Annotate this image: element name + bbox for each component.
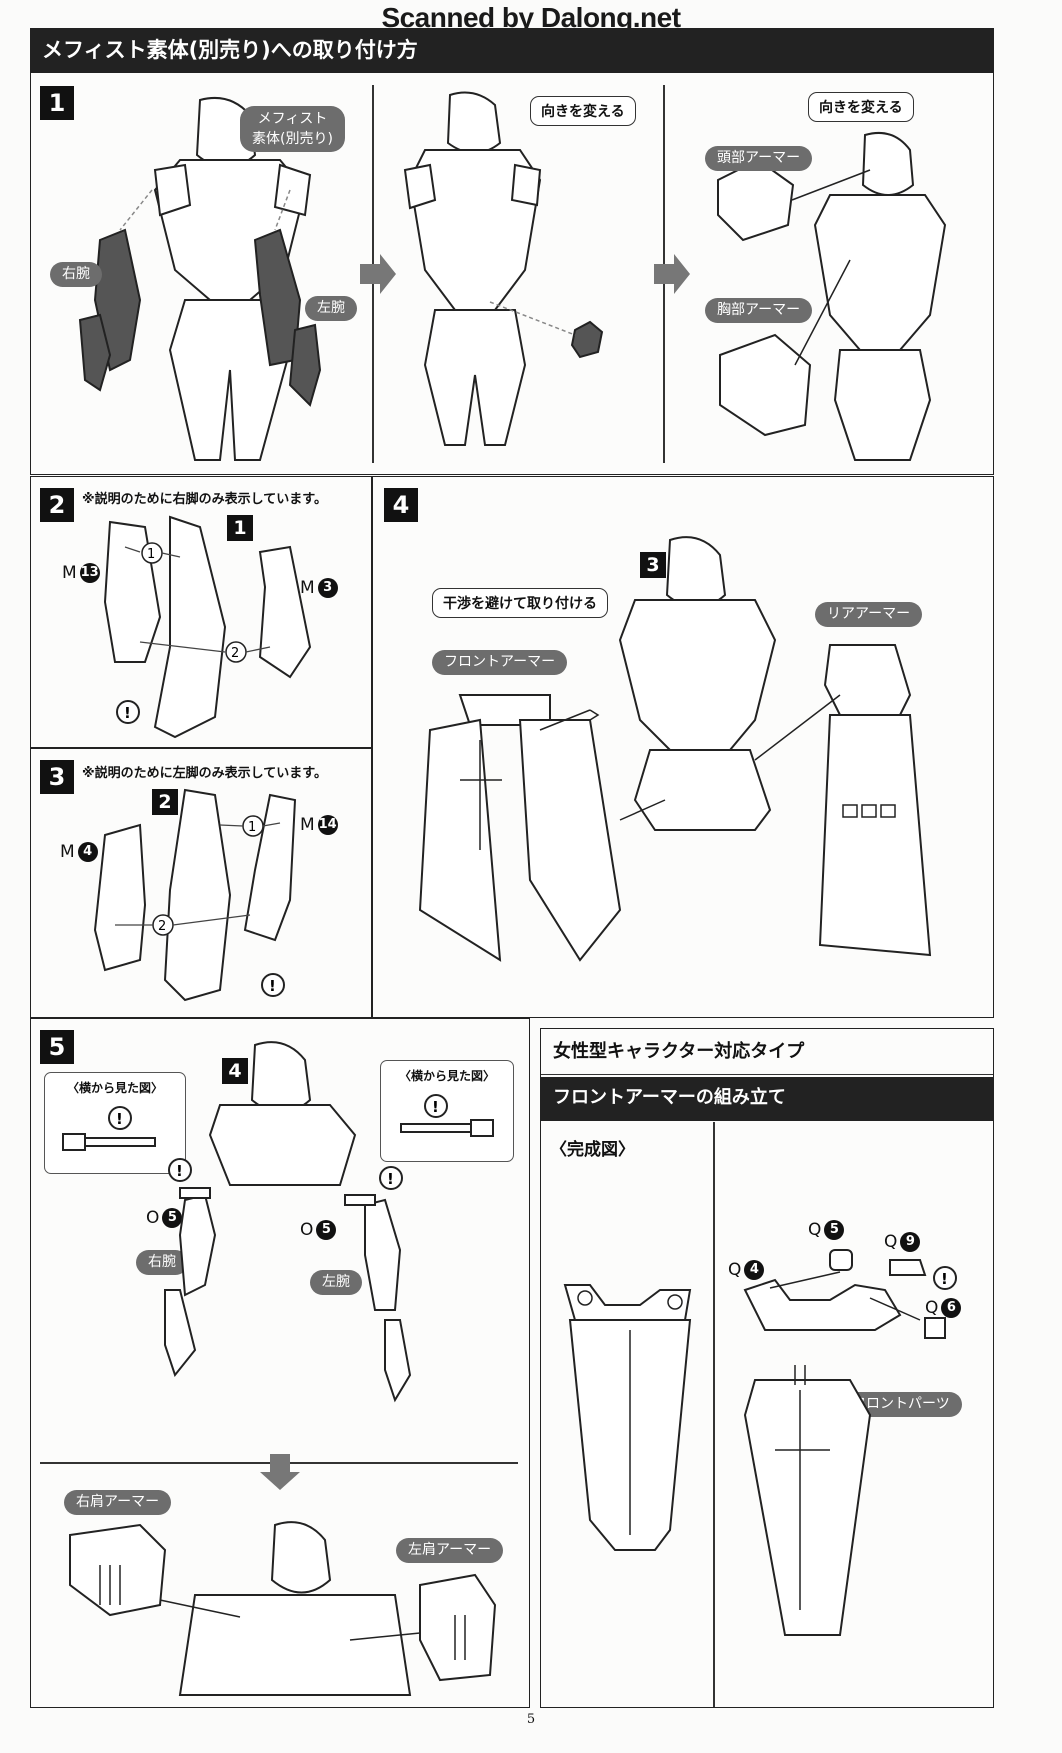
reference-step: 4 [222, 1058, 248, 1084]
panel-title: 女性型キャラクター対応タイプ [541, 1031, 993, 1075]
step-number: 5 [40, 1030, 74, 1064]
step-note: ※説明のために左脚のみ表示しています。 [82, 766, 327, 781]
label-body: メフィスト 素体(別売り) [240, 106, 345, 152]
panel-subtitle: フロントアーマーの組み立て [541, 1077, 993, 1121]
step-number: 4 [384, 488, 418, 522]
step-number: 2 [40, 488, 74, 522]
arrow-next-icon [654, 254, 690, 294]
label-left-shoulder: 左肩アーマー [396, 1538, 504, 1563]
label-right-arm: 右腕 [136, 1250, 188, 1275]
callout-turn: 向きを変える [808, 92, 914, 122]
divider [713, 1122, 715, 1707]
callout-turn: 向きを変える [530, 96, 636, 126]
step-number: 3 [40, 760, 74, 794]
figure-body-rear [403, 91, 604, 446]
step-number: 1 [40, 86, 74, 120]
page-number: 5 [526, 1712, 536, 1727]
label-left-arm: 左腕 [310, 1270, 362, 1295]
reference-step: 2 [152, 789, 178, 815]
figure-waist-armor [418, 536, 932, 962]
callout-avoid: 干渉を避けて取り付ける [432, 588, 608, 618]
front-armor-completed [563, 1284, 692, 1551]
leg-right-parts: 1 2 ! [103, 515, 312, 739]
label-chest-armor: 胸部アーマー [705, 298, 813, 323]
scan-banner: Scanned by Dalong.net [381, 2, 681, 33]
label-right-arm: 右腕 [50, 262, 102, 287]
leg-left-parts: 1 2 ! [93, 788, 297, 1002]
figure-arm-attach: ! ! [164, 1041, 412, 1403]
svg-text:!: ! [269, 977, 276, 995]
reference-step: 3 [640, 552, 666, 578]
label-left-arm: 左腕 [305, 296, 357, 321]
label-head-armor: 頭部アーマー [705, 146, 813, 171]
arrow-step-1: 1 [248, 820, 256, 835]
completed-label: 〈完成図〉 [550, 1140, 635, 1160]
side-view-box: 〈横から見た図〉 ! [380, 1060, 514, 1162]
svg-text:!: ! [116, 1110, 123, 1128]
svg-text:!: ! [176, 1162, 183, 1180]
arrow-next-icon [360, 254, 396, 294]
section-title: メフィスト素体(別売り)への取り付け方 [30, 28, 994, 72]
reference-step: 1 [227, 515, 253, 541]
svg-text:!: ! [941, 1270, 948, 1288]
step-note: ※説明のために右脚のみ表示しています。 [82, 492, 327, 507]
svg-text:!: ! [124, 704, 131, 722]
label-rear-armor: リアアーマー [815, 602, 923, 627]
arrow-step-2: 2 [231, 646, 239, 661]
arrow-step-1: 1 [147, 547, 155, 562]
svg-text:!: ! [387, 1170, 394, 1188]
arrow-down-icon [260, 1454, 300, 1490]
label-front-armor: フロントアーマー [432, 650, 568, 675]
figure-armor-head-chest [717, 131, 947, 461]
side-view-box: 〈横から見た図〉 ! [44, 1072, 186, 1174]
figure-shoulder-attach [69, 1521, 497, 1696]
label-right-shoulder: 右肩アーマー [64, 1490, 172, 1515]
arrow-step-2: 2 [158, 919, 166, 934]
front-armor-exploded: ! [743, 1249, 957, 1636]
svg-text:!: ! [432, 1098, 439, 1116]
